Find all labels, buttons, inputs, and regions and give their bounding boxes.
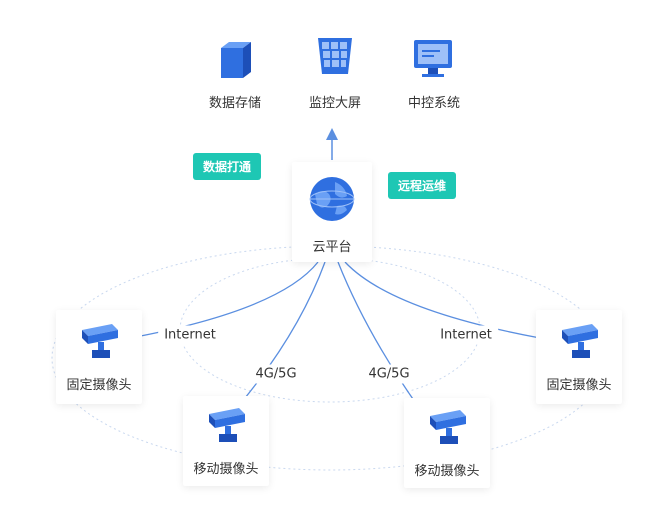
top-node-label: 数据存储 xyxy=(208,96,262,111)
line-mobile-right xyxy=(337,261,416,403)
link-label-mobile-right: 4G/5G xyxy=(362,364,416,384)
cube-icon xyxy=(213,38,257,82)
mobile-camera-icon xyxy=(205,404,249,444)
top-node-label: 监控大屏 xyxy=(308,96,362,111)
fixed-camera-icon xyxy=(78,320,122,360)
control-system-icon xyxy=(410,36,456,80)
fixed-camera-icon xyxy=(558,320,602,360)
globe-icon xyxy=(307,174,357,224)
tag-remote-ops: 远程运维 xyxy=(388,172,457,199)
camera-label: 移动摄像头 xyxy=(414,464,480,479)
link-label-internet-left: Internet xyxy=(158,325,222,345)
mobile-camera-icon xyxy=(426,406,470,446)
top-node-label: 中控系统 xyxy=(407,96,461,111)
monitor-wall-icon xyxy=(312,34,358,80)
tag-data-sync: 数据打通 xyxy=(193,153,262,180)
camera-label: 移动摄像头 xyxy=(193,462,259,477)
camera-label: 固定摄像头 xyxy=(66,378,132,393)
cloud-label: 云平台 xyxy=(312,240,352,255)
camera-label: 固定摄像头 xyxy=(546,378,612,393)
link-label-mobile-left: 4G/5G xyxy=(249,364,303,384)
line-internet-right xyxy=(344,261,541,339)
link-label-internet-right: Internet xyxy=(434,325,498,345)
